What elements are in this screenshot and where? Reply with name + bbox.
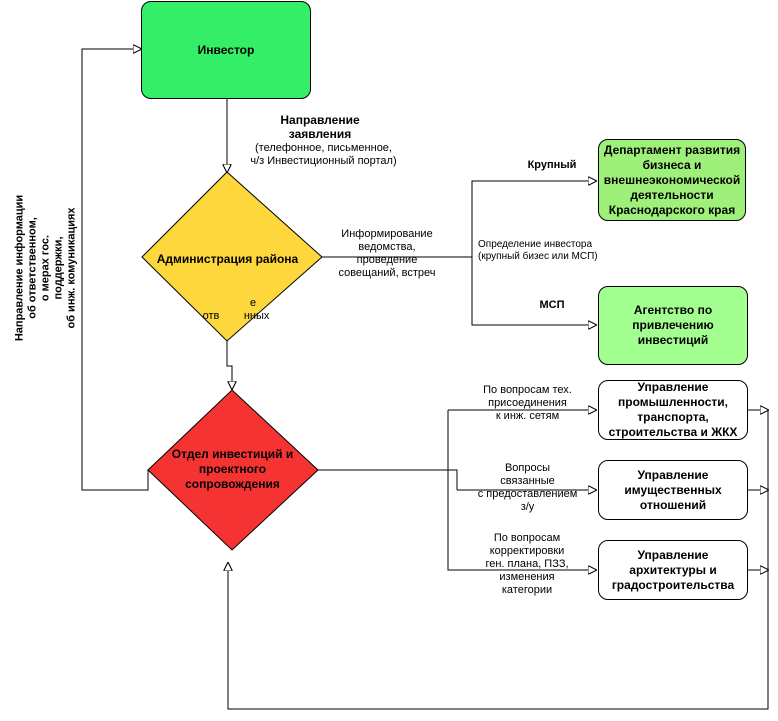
determine-label: Определение инвестора (крупный бизес или… xyxy=(478,239,618,263)
land-line-4: з/у xyxy=(520,501,535,513)
tech-line-1: По вопросам тех. xyxy=(483,384,572,396)
tech-line-3: к инж. сетям xyxy=(495,410,560,422)
application-title-line-2: заявления xyxy=(288,127,352,141)
otdel-label-line-2: проектного xyxy=(198,462,267,476)
land-line-1: Вопросы xyxy=(504,462,551,474)
tech-line-2: присоединения xyxy=(488,397,567,409)
determine-line-1: Определение инвестора xyxy=(478,239,593,250)
application-title: Направление заявления xyxy=(270,113,370,141)
edge-admin-otdel xyxy=(226,338,232,389)
msp-label: МСП xyxy=(539,299,565,311)
krupny-label: Крупный xyxy=(527,159,577,171)
edge-fork-dept xyxy=(471,181,596,257)
upr-prom-node: Управление промышленности, транспорта, с… xyxy=(598,380,748,440)
edge-otdel-fork xyxy=(318,469,458,490)
department-node: Департамент развития бизнеса и внешнеэко… xyxy=(598,139,746,221)
inform-line-1: Информирование xyxy=(341,228,433,240)
land-line-3: с предоставлением xyxy=(477,488,578,500)
vertical-line-2: об ответственном, xyxy=(26,217,39,319)
gen-line-3: ген. плана, ПЗЗ, xyxy=(485,558,569,570)
vertical-line-5: об инж. комуникациях xyxy=(65,207,78,329)
hidden-line-1: е xyxy=(250,297,257,309)
tech-label: По вопросам тех. присоединения к инж. се… xyxy=(470,384,585,423)
gen-line-1: По вопросам xyxy=(493,532,561,544)
gen-line-5: категории xyxy=(501,584,553,596)
admin-label: Администрация района xyxy=(156,252,299,266)
vertical-line-1: Направление информации xyxy=(13,194,26,342)
inform-label: Информирование ведомства, проведение сов… xyxy=(326,228,448,280)
inform-line-3: проведение xyxy=(356,254,418,266)
edge-fork-arch xyxy=(447,410,596,570)
determine-line-2: (крупный бизес или МСП) xyxy=(478,251,598,262)
otdel-label: Отдел инвестиций и проектного сопровожде… xyxy=(165,447,300,492)
gen-plan-label: По вопросам корректировки ген. плана, ПЗ… xyxy=(468,532,586,597)
otdel-diamond xyxy=(147,389,319,551)
application-detail-line-1: (телефонное, письменное, xyxy=(255,142,392,154)
admin-diamond xyxy=(141,171,323,342)
vertical-info-label: Направление информации об ответственном,… xyxy=(6,188,86,348)
otdel-label-line-1: Отдел инвестиций и xyxy=(171,447,294,461)
land-label: Вопросы связанные с предоставлением з/у xyxy=(465,462,590,514)
edge-bus-otdel xyxy=(228,410,769,710)
gen-line-2: корректировки xyxy=(489,545,565,557)
upr-imush-node: Управление имущественных отношений xyxy=(598,460,748,520)
vertical-line-3: о мерах гос. xyxy=(39,234,52,302)
gen-line-4: изменения xyxy=(499,571,555,583)
application-detail: (телефонное, письменное, ч/з Инвестицион… xyxy=(236,142,411,168)
investor-node: Инвестор xyxy=(141,1,311,99)
land-line-2: связанные xyxy=(500,475,555,487)
application-title-line-1: Направление xyxy=(280,113,360,127)
edge-otdel-investor xyxy=(81,49,149,491)
hidden-overlap-label: е отв нных xyxy=(186,297,286,323)
agency-node: Агентство по привлечению инвестиций xyxy=(598,286,748,365)
hidden-line-2: отв нных xyxy=(202,310,270,322)
edge-fork-agency xyxy=(471,257,596,325)
application-detail-line-2: ч/з Инвестиционный портал) xyxy=(250,155,397,167)
otdel-label-line-3: сопровождения xyxy=(185,477,280,491)
vertical-line-4: поддержки, xyxy=(52,236,65,300)
upr-arch-node: Управление архитектуры и градостроительс… xyxy=(598,540,748,600)
inform-line-2: ведомства, xyxy=(358,241,416,253)
inform-line-4: совещаний, встреч xyxy=(338,267,436,279)
